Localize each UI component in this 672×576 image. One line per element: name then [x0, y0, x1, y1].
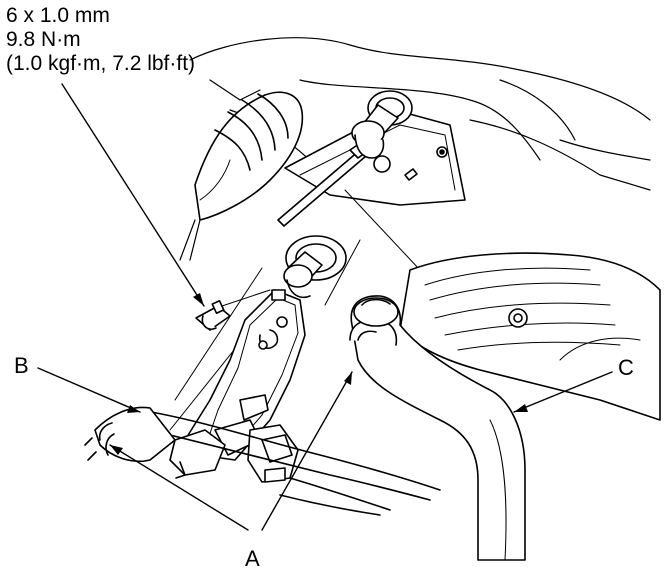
torque-spec-bolt-size: 6 x 1.0 mm	[6, 4, 110, 27]
arrowheads	[110, 293, 528, 455]
leader-torque-spec	[61, 83, 205, 307]
torque-spec-nm: 9.8 N·m	[6, 28, 81, 51]
leader-a-left	[109, 444, 249, 531]
arrowhead-c	[514, 404, 528, 412]
shift-cable-boot	[179, 91, 304, 261]
leader-b	[37, 367, 141, 413]
stud-bolt	[404, 168, 418, 181]
arrowhead-torque	[193, 293, 204, 306]
arrowhead-a-right	[344, 372, 352, 385]
torque-spec-alt-units: (1.0 kgf·m, 7.2 lbf·ft)	[6, 52, 196, 75]
callout-label-a: A	[245, 546, 260, 571]
leader-a-right	[261, 371, 353, 531]
hose-b	[84, 406, 176, 463]
leader-c	[513, 371, 613, 413]
leader-lines	[37, 83, 613, 531]
callout-label-b: B	[14, 353, 29, 378]
lower-cables	[139, 409, 441, 516]
arrowhead-b	[127, 405, 140, 413]
cable-bracket	[184, 289, 306, 461]
engine-casting-upper	[189, 37, 651, 191]
arrowhead-a-left	[110, 445, 123, 455]
callout-label-c: C	[618, 355, 634, 380]
hose-c	[349, 295, 526, 561]
upper-bushing	[351, 90, 413, 173]
flange-bolt	[195, 299, 231, 331]
lower-bushing	[283, 235, 347, 299]
